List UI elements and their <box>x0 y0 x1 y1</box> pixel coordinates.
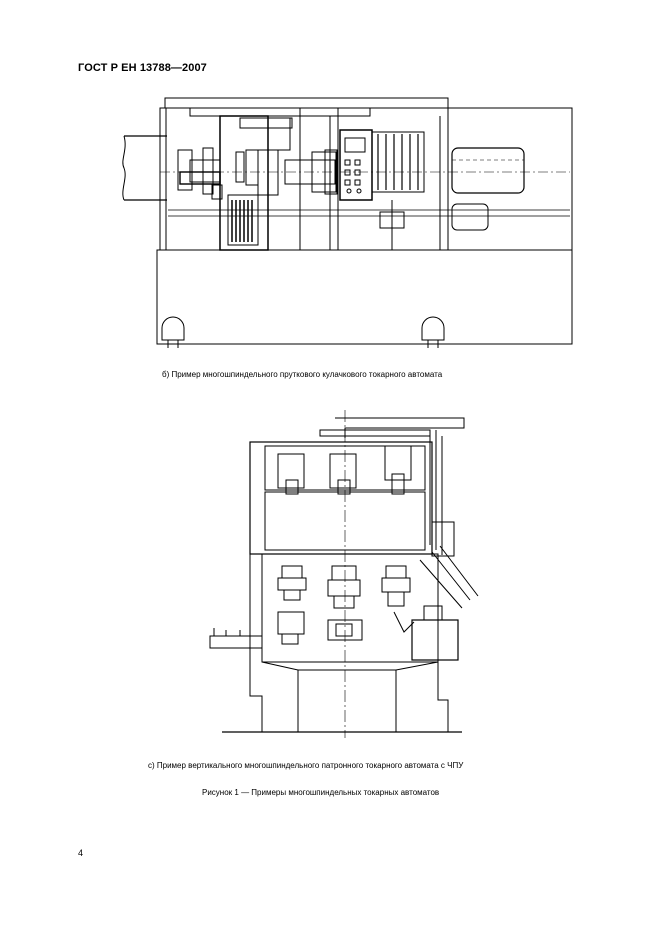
page-number: 4 <box>78 848 84 858</box>
figure-title: Рисунок 1 — Примеры многошпиндельных ток… <box>202 788 440 797</box>
figure-c-caption: с) Пример вертикального многошпиндельног… <box>148 761 464 770</box>
figure-b-caption: б) Пример многошпиндельного пруткового к… <box>162 370 443 379</box>
document-header: ГОСТ Р ЕН 13788—2007 <box>78 62 207 74</box>
